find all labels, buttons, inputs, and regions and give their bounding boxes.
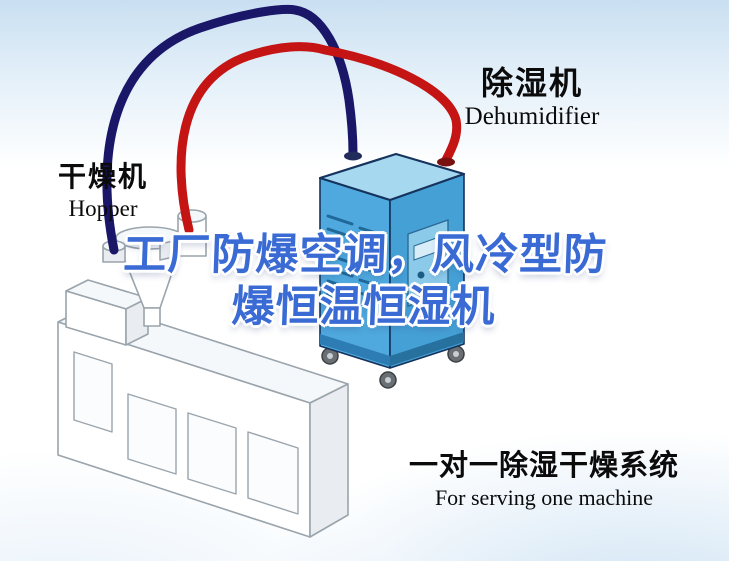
system-caption-en: For serving one machine [434, 485, 654, 510]
dehumidifier-front-skirt [320, 334, 390, 366]
vent-grille [326, 214, 354, 317]
dehumidifier-top-face [318, 152, 466, 202]
hopper-label: 干燥机 Hopper [36, 160, 170, 224]
pipe-collar [437, 157, 455, 167]
control-button [430, 266, 438, 274]
vent-grille [358, 226, 384, 302]
hopper-panel [247, 431, 299, 515]
wheel-hub [327, 353, 333, 359]
hopper-label-en: Hopper [68, 196, 138, 221]
hopper-panel [127, 393, 177, 475]
control-display [413, 235, 443, 261]
dehumidifier-machine [318, 152, 466, 389]
pipe-collar [344, 151, 362, 161]
main-title: 工厂防爆空调，风冷型防 爆恒温恒湿机 [0, 229, 729, 333]
main-title-line1: 工厂防爆空调，风冷型防 [122, 230, 609, 280]
hopper-panel [187, 412, 237, 495]
system-caption-zh: 一对一除湿干燥系统 [408, 448, 679, 482]
dehumidifier-label: 除湿机 Dehumidifier [438, 64, 626, 132]
wheel-hub [385, 377, 391, 383]
hopper-cone-neck [143, 307, 161, 327]
control-panel [407, 219, 449, 307]
hopper-machine [57, 209, 349, 538]
main-title-line2: 爆恒温恒湿机 [230, 282, 497, 332]
air-pipes [102, 4, 462, 255]
supply-air-pipe [176, 42, 462, 235]
control-button [417, 271, 425, 279]
dehumidifier-label-zh: 除湿机 [480, 64, 583, 102]
dehumidifier-side-skirt [390, 332, 464, 366]
hopper-label-zh: 干燥机 [57, 160, 148, 193]
hopper-body-side [309, 383, 349, 538]
return-air-pipe [102, 4, 358, 255]
wheel-hub [453, 351, 459, 357]
dehumidifier-label-en: Dehumidifier [464, 103, 600, 130]
hopper-panel [73, 351, 113, 433]
system-caption: 一对一除湿干燥系统 For serving one machine [383, 447, 705, 513]
